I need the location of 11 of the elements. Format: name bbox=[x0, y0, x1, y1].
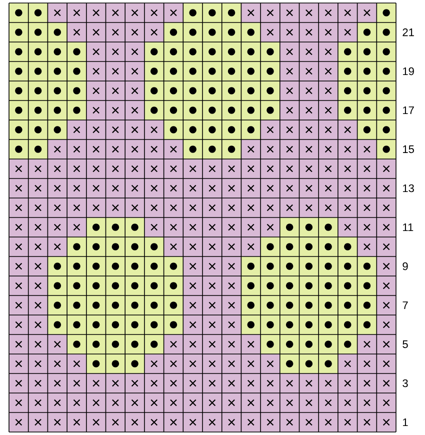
row-number: 1 bbox=[403, 418, 408, 426]
row-number: 17 bbox=[403, 106, 414, 114]
row-number: 5 bbox=[402, 340, 408, 348]
row-number: 7 bbox=[402, 301, 408, 310]
row-number: 11 bbox=[403, 223, 414, 232]
row-number: 3 bbox=[402, 379, 408, 388]
row-number: 9 bbox=[402, 262, 408, 270]
row-number: 13 bbox=[403, 184, 414, 192]
row-number: 15 bbox=[403, 145, 414, 154]
row-number: 21 bbox=[402, 28, 414, 36]
row-number: 19 bbox=[403, 67, 414, 76]
